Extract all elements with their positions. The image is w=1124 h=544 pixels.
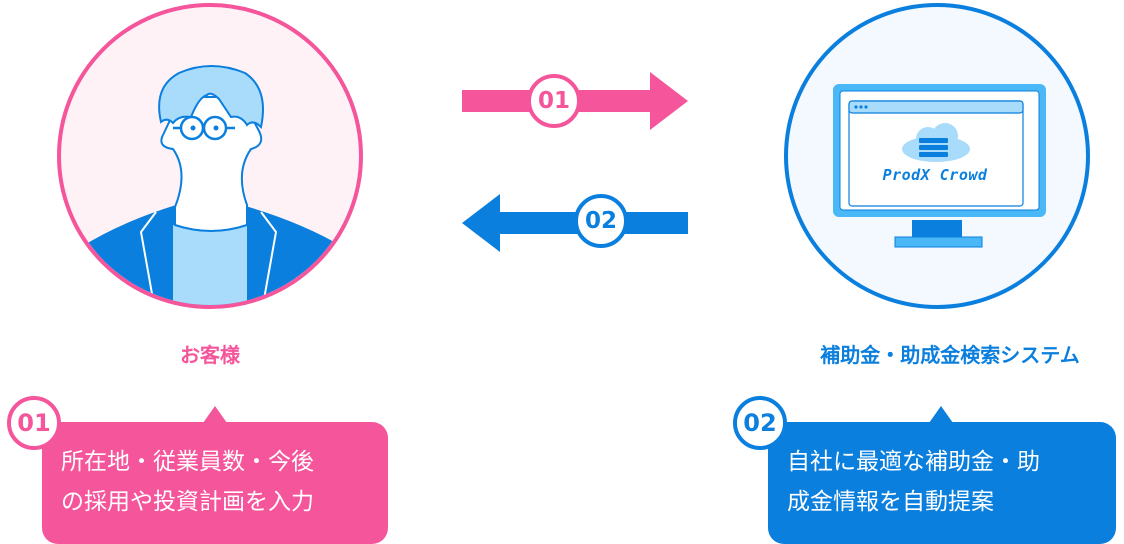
system-illustration xyxy=(784,3,1090,309)
screen-logo-text: ProdX Crowd xyxy=(882,166,988,184)
customer-bubble-tail xyxy=(203,406,227,423)
system-description-line2: 成金情報を自動提案 xyxy=(787,489,994,515)
arrow-step-badge-01: 01 xyxy=(527,74,581,128)
customer-illustration xyxy=(57,3,363,309)
customer-description-bubble: 所在地・従業員数・今後 の採用や投資計画を入力 xyxy=(42,422,388,544)
system-description-bubble: 自社に最適な補助金・助 成金情報を自動提案 xyxy=(768,422,1116,544)
customer-description-line2: の採用や投資計画を入力 xyxy=(61,489,314,515)
monitor-icon xyxy=(833,84,1046,248)
system-description-line1: 自社に最適な補助金・助 xyxy=(787,449,1040,475)
person-with-glasses-icon xyxy=(81,65,343,305)
system-bubble-tail xyxy=(929,406,953,423)
customer-step-badge: 01 xyxy=(7,396,61,450)
system-label: 補助金・助成金検索システム xyxy=(820,343,1080,367)
customer-description-line1: 所在地・従業員数・今後 xyxy=(61,449,314,475)
system-step-badge: 02 xyxy=(733,396,787,450)
arrow-step-badge-02: 02 xyxy=(574,194,628,248)
customer-label: お客様 xyxy=(180,343,240,367)
